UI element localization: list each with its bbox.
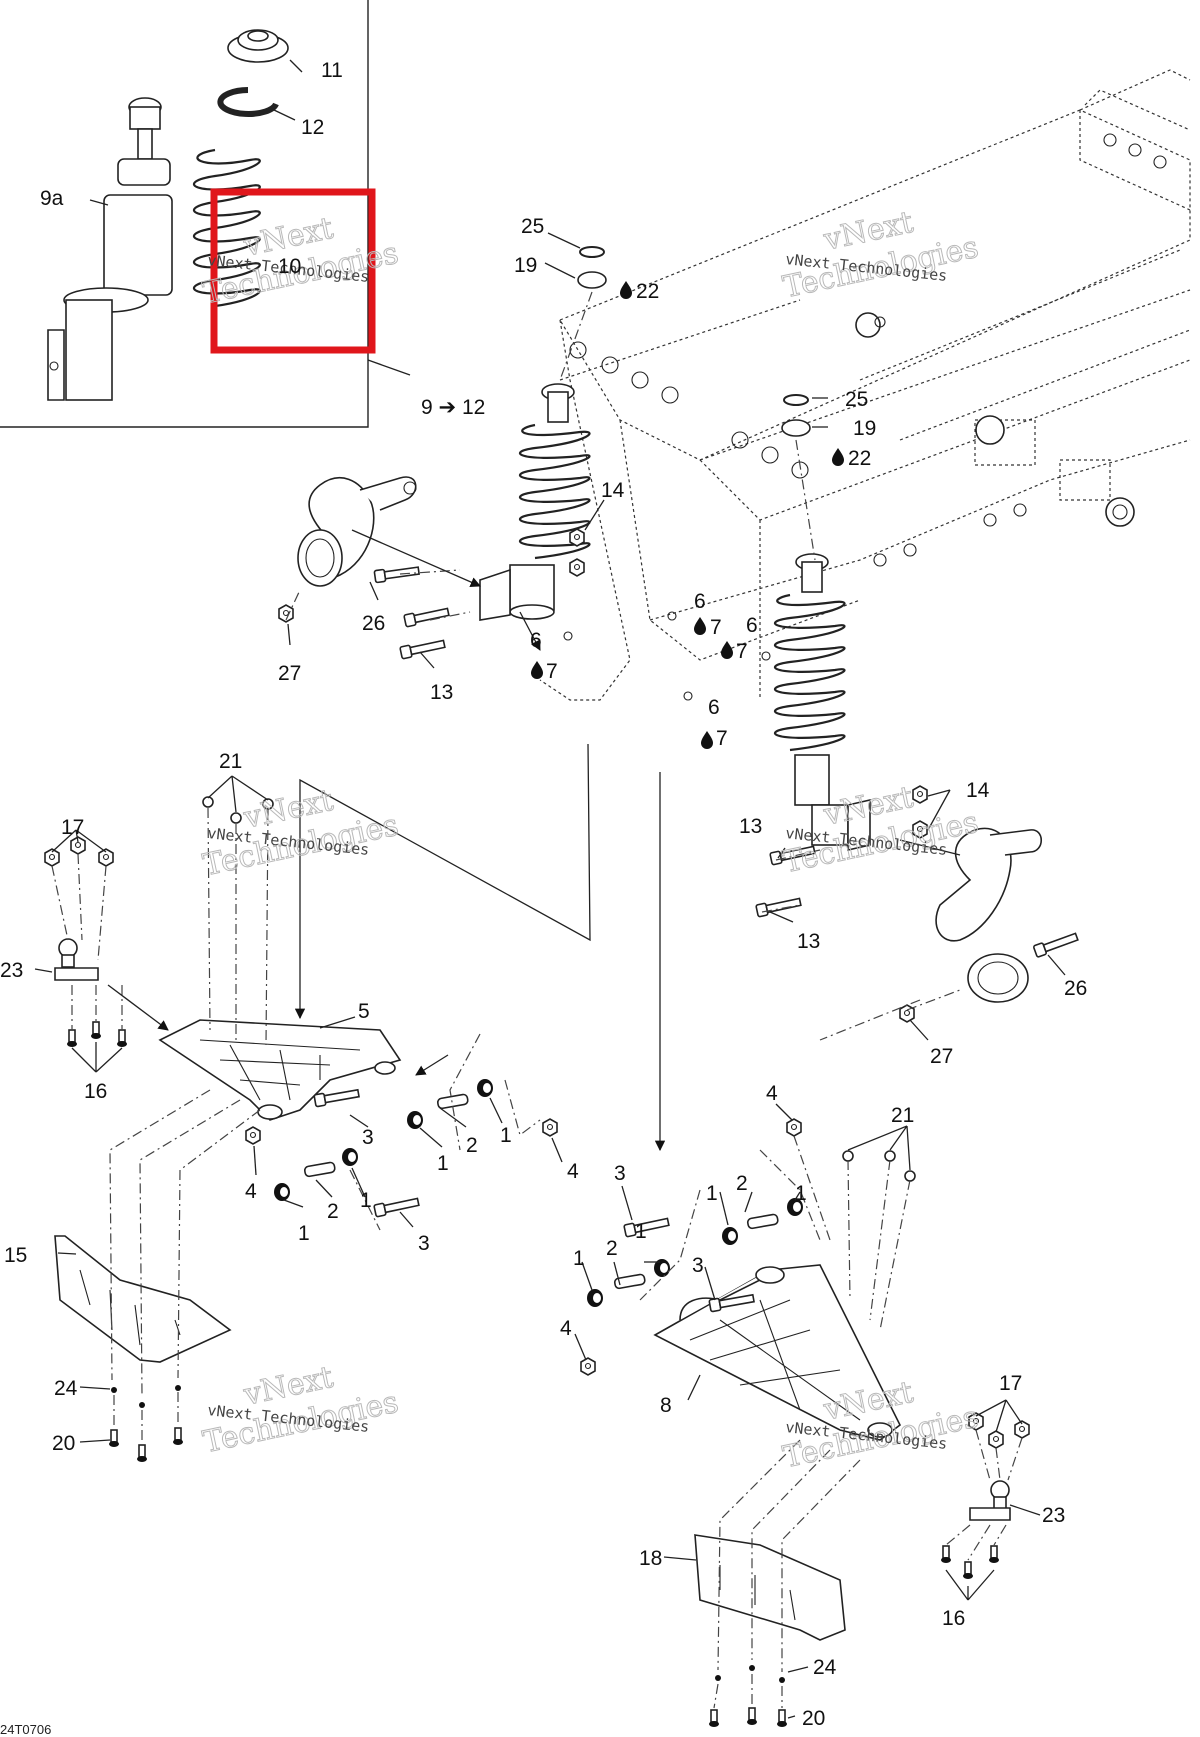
callout-1e: 1 — [706, 1182, 718, 1205]
callout-1h: 1 — [635, 1220, 647, 1243]
highlight-box — [210, 188, 376, 354]
left-skid-plate-part — [54, 1235, 232, 1363]
callout-22-top: 22 — [636, 280, 659, 303]
left-shock-assembly — [479, 383, 591, 651]
callout-3b: 3 — [418, 1232, 430, 1255]
callout-1c: 1 — [360, 1189, 372, 1212]
callout-21-right: 21 — [891, 1104, 914, 1127]
assembly-guide-lines — [51, 291, 1023, 1709]
callout-24-right: 24 — [813, 1656, 837, 1679]
callout-19-top: 19 — [514, 254, 537, 277]
hardware-fasteners — [44, 246, 1080, 1728]
callout-23-left: 23 — [0, 959, 23, 982]
right-shock-assembly — [774, 553, 871, 852]
callout-7b: 7 — [736, 640, 748, 663]
callout-6d: 6 — [708, 696, 720, 719]
callout-19-mid: 19 — [853, 417, 876, 440]
lubricant-drop-icons — [531, 281, 844, 749]
left-ball-joint-part — [54, 938, 99, 981]
callout-1f: 1 — [795, 1182, 807, 1205]
callout-13-right-b: 13 — [797, 930, 820, 953]
callout-14-right: 14 — [966, 779, 990, 802]
leader-arrows — [34, 232, 1066, 1719]
callout-27-top: 27 — [278, 662, 301, 685]
callout-26-top: 26 — [362, 612, 385, 635]
watermark: vNext Technologies vNext Technologies vN… — [200, 204, 982, 1475]
callout-2b: 2 — [327, 1200, 339, 1223]
shock-absorber-part — [47, 97, 173, 401]
callout-11: 11 — [321, 59, 343, 82]
callout-2c: 2 — [736, 1172, 748, 1195]
shock-spring-inset — [0, 0, 411, 428]
right-knuckle-part — [935, 827, 1043, 1003]
callout-21-left: 21 — [219, 750, 242, 773]
callout-22-mid: 22 — [848, 447, 871, 470]
callout-14-top: 14 — [601, 479, 625, 502]
callout-3a: 3 — [362, 1126, 374, 1149]
callout-9-to-12: 9 ➔ 12 — [421, 396, 485, 419]
callout-1g: 1 — [573, 1247, 585, 1270]
callout-17-right: 17 — [999, 1372, 1022, 1395]
left-knuckle-part — [297, 476, 417, 587]
callout-6c: 6 — [530, 629, 542, 652]
callout-27-right: 27 — [930, 1045, 953, 1068]
callout-10: 10 — [278, 255, 301, 278]
callout-5: 5 — [358, 1000, 370, 1023]
right-skid-plate-part — [694, 1534, 846, 1641]
callout-13-right-a: 13 — [739, 815, 762, 838]
right-ball-joint-part — [969, 1480, 1011, 1521]
callout-6b: 6 — [746, 614, 758, 637]
callout-12: 12 — [301, 116, 324, 139]
callout-3d: 3 — [692, 1254, 704, 1277]
callout-7c: 7 — [546, 660, 558, 683]
upper-a-arm-left-part — [158, 1019, 402, 1121]
callout-24-left: 24 — [54, 1377, 78, 1400]
vehicle-frame — [539, 69, 1191, 701]
callout-15: 15 — [4, 1244, 27, 1267]
callout-16-left: 16 — [84, 1080, 107, 1103]
callout-18: 18 — [639, 1547, 662, 1570]
callout-20-right: 20 — [802, 1707, 825, 1730]
callout-1a: 1 — [500, 1124, 512, 1147]
callout-2d: 2 — [606, 1237, 618, 1260]
callout-4c: 4 — [766, 1082, 778, 1105]
figure-code: 24T0706 — [0, 1722, 51, 1737]
callout-20-left: 20 — [52, 1432, 75, 1455]
callout-9a: 9a — [40, 187, 64, 210]
callout-26-right: 26 — [1064, 977, 1087, 1000]
spring-retainer-part — [227, 29, 289, 63]
callout-6a: 6 — [694, 590, 706, 613]
callout-7d: 7 — [716, 727, 728, 750]
callout-7a: 7 — [710, 616, 722, 639]
callout-3c: 3 — [614, 1162, 626, 1185]
callout-23-right: 23 — [1042, 1504, 1065, 1527]
callout-4a: 4 — [567, 1160, 579, 1183]
callout-labels: 11 12 9a 10 9 ➔ 12 25 19 22 25 19 22 14 … — [0, 59, 1087, 1730]
callout-8: 8 — [660, 1394, 672, 1417]
retaining-ring-part — [217, 87, 279, 117]
callout-2a: 2 — [466, 1134, 478, 1157]
callout-13-top: 13 — [430, 681, 453, 704]
callout-25-mid: 25 — [845, 388, 868, 411]
callout-25-top: 25 — [521, 215, 544, 238]
callout-1b: 1 — [437, 1152, 449, 1175]
callout-4b: 4 — [245, 1180, 257, 1203]
callout-16-right: 16 — [942, 1607, 965, 1630]
callout-17-left: 17 — [61, 816, 84, 839]
callout-1d: 1 — [298, 1222, 310, 1245]
callout-4d: 4 — [560, 1317, 572, 1340]
